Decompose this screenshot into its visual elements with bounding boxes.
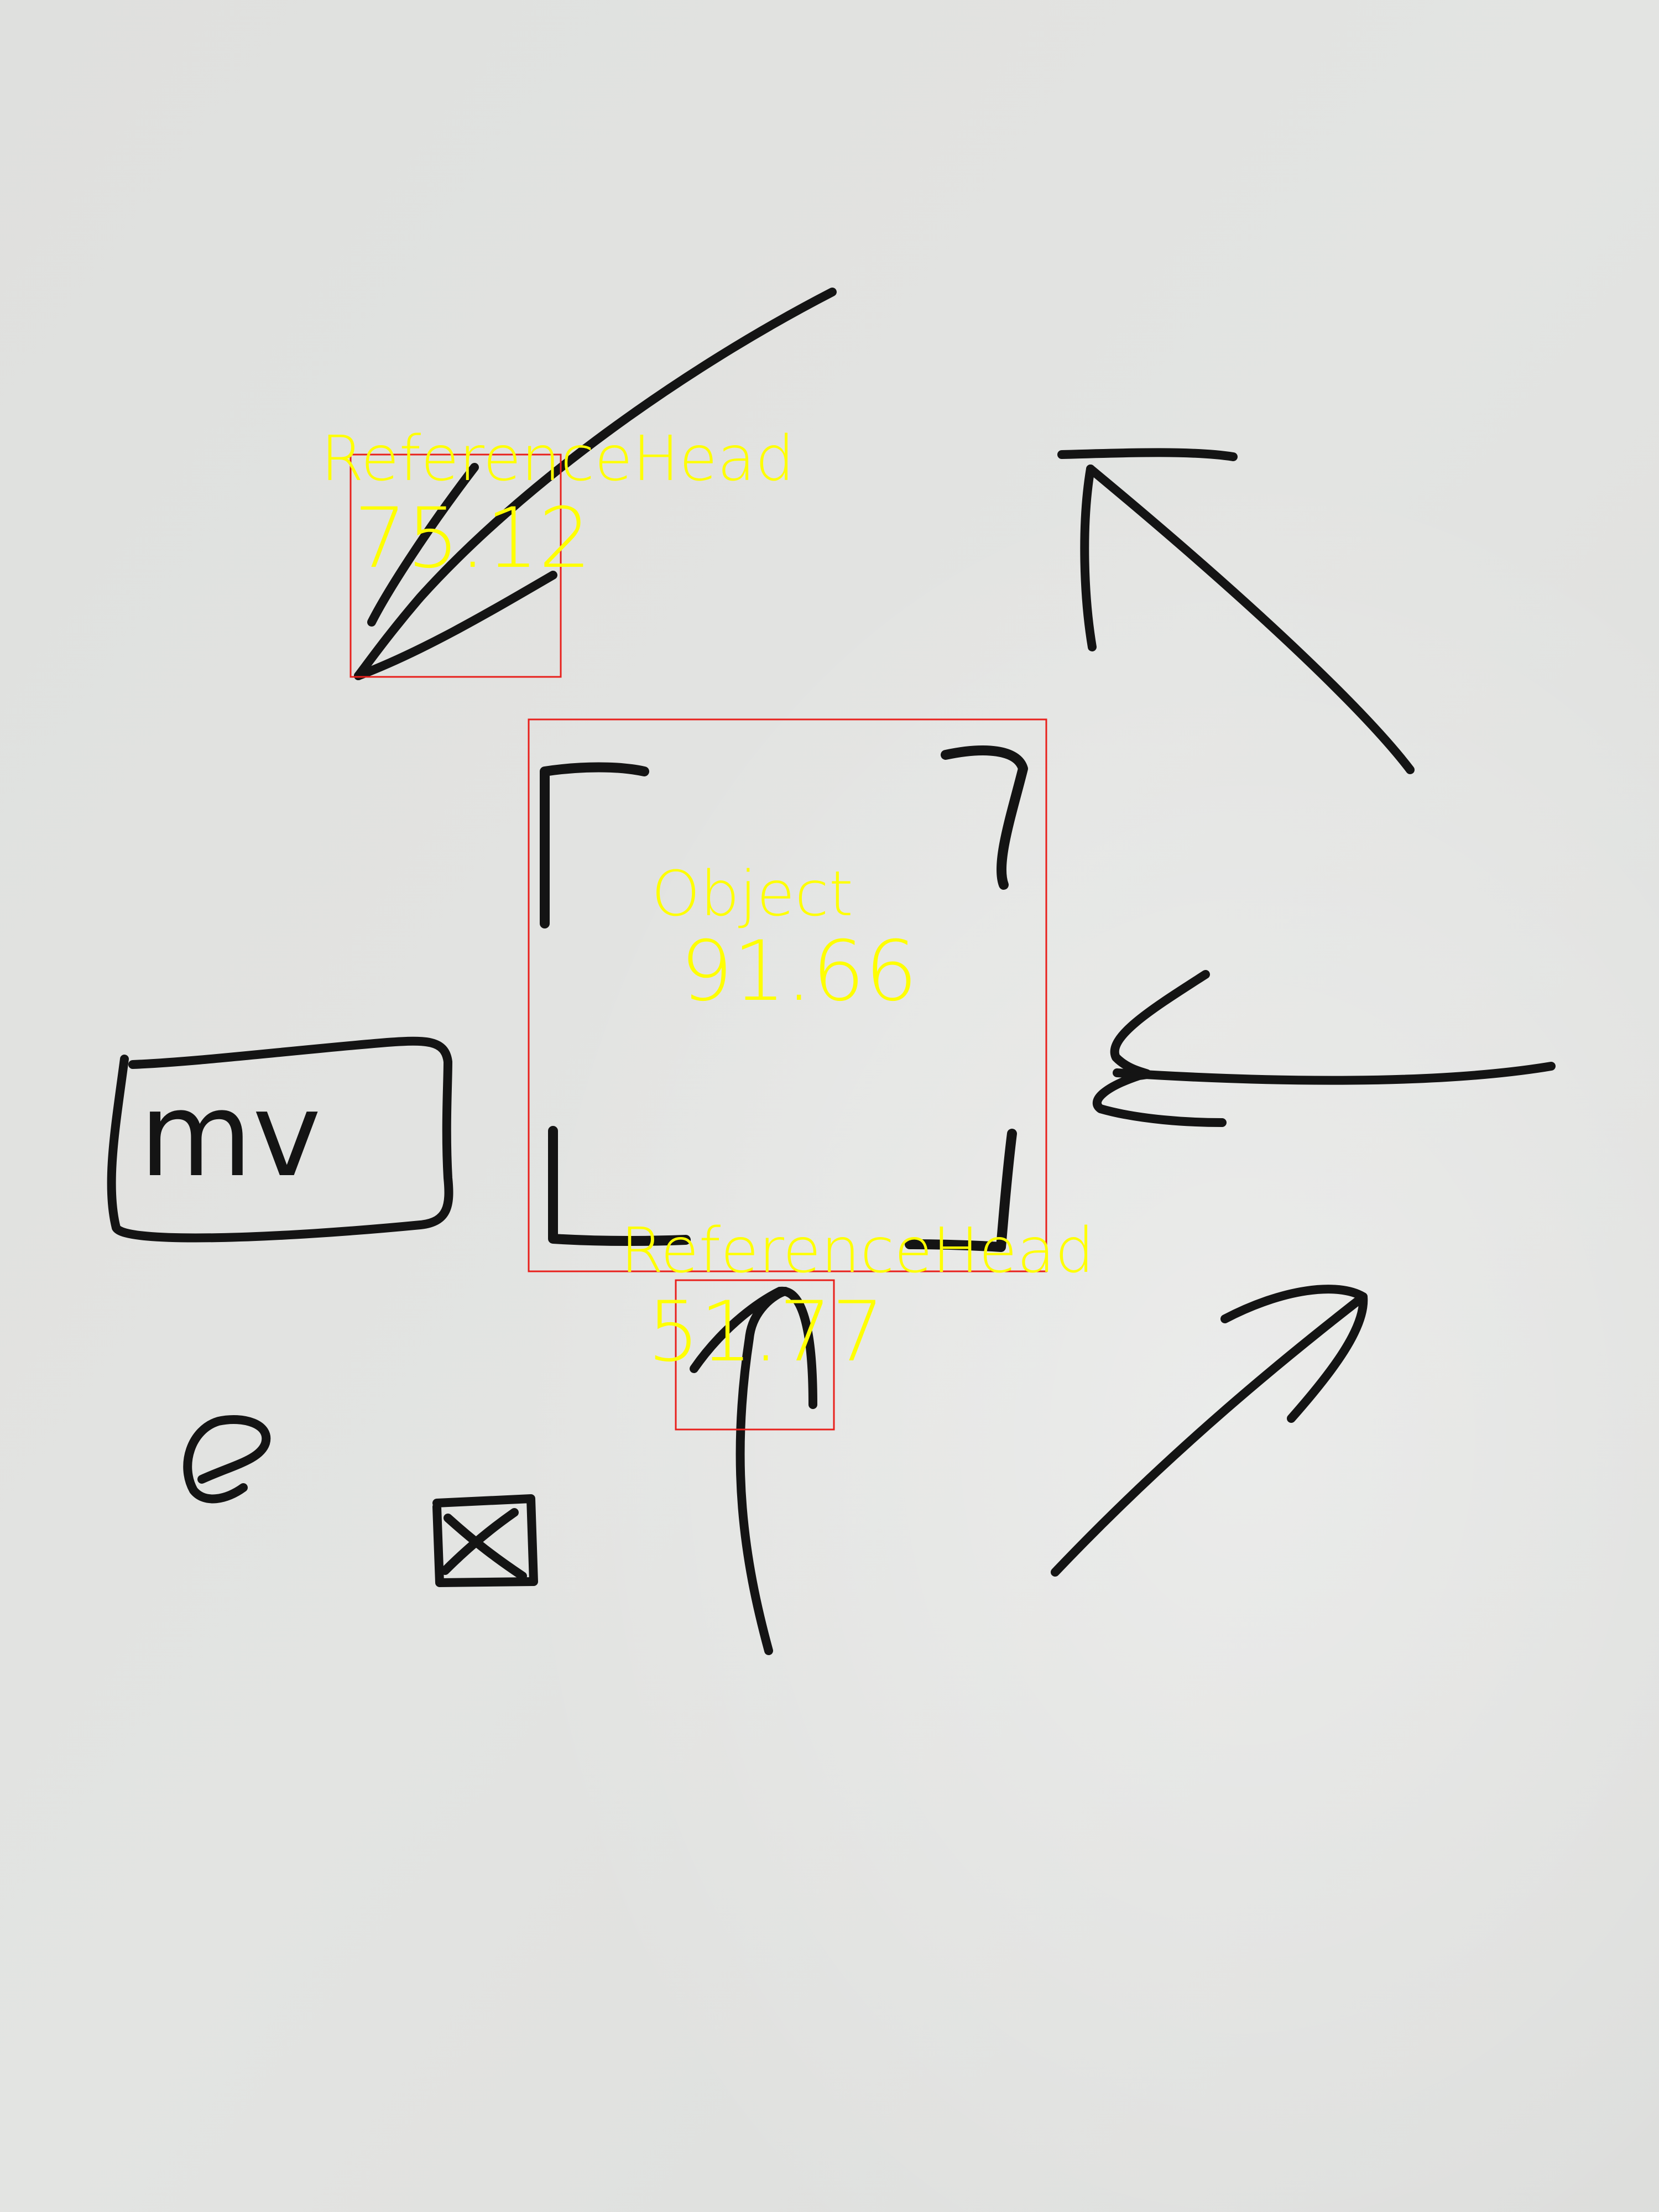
detection-score: 51.77 (647, 1284, 884, 1380)
arrow-up-left-sketch (1057, 448, 1415, 774)
e-glyph-sketch (183, 1415, 271, 1504)
detection-overlays: ReferenceHead 75.12 Object 91.66 Referen… (321, 423, 1094, 1431)
arrow-up-right-sketch (1051, 1285, 1368, 1577)
rounded-box-sketch (107, 1036, 453, 1243)
detection-score: 75.12 (354, 491, 591, 587)
detection-label: Object (651, 858, 853, 930)
detection-label: ReferenceHead (620, 1215, 1094, 1287)
box-letters: mv (139, 1067, 321, 1203)
arrow-down-left-sketch (354, 288, 837, 680)
ink-sketches: mv (107, 288, 1556, 1655)
detection-score: 91.66 (680, 924, 917, 1020)
detection-reference-head-2: ReferenceHead 51.77 (620, 1215, 1094, 1431)
arrow-left-sketch (1093, 970, 1556, 1127)
detection-box (675, 1279, 835, 1431)
detection-reference-head-1: ReferenceHead 75.12 (321, 423, 795, 678)
corner-brackets-sketch (540, 745, 1028, 1252)
detection-box (349, 453, 562, 678)
x-box-sketch (432, 1494, 538, 1587)
arrow-up-sketch (690, 1286, 817, 1655)
detection-object: Object 91.66 (528, 718, 1047, 1272)
detection-box (528, 718, 1047, 1272)
detection-label: ReferenceHead (321, 423, 795, 495)
